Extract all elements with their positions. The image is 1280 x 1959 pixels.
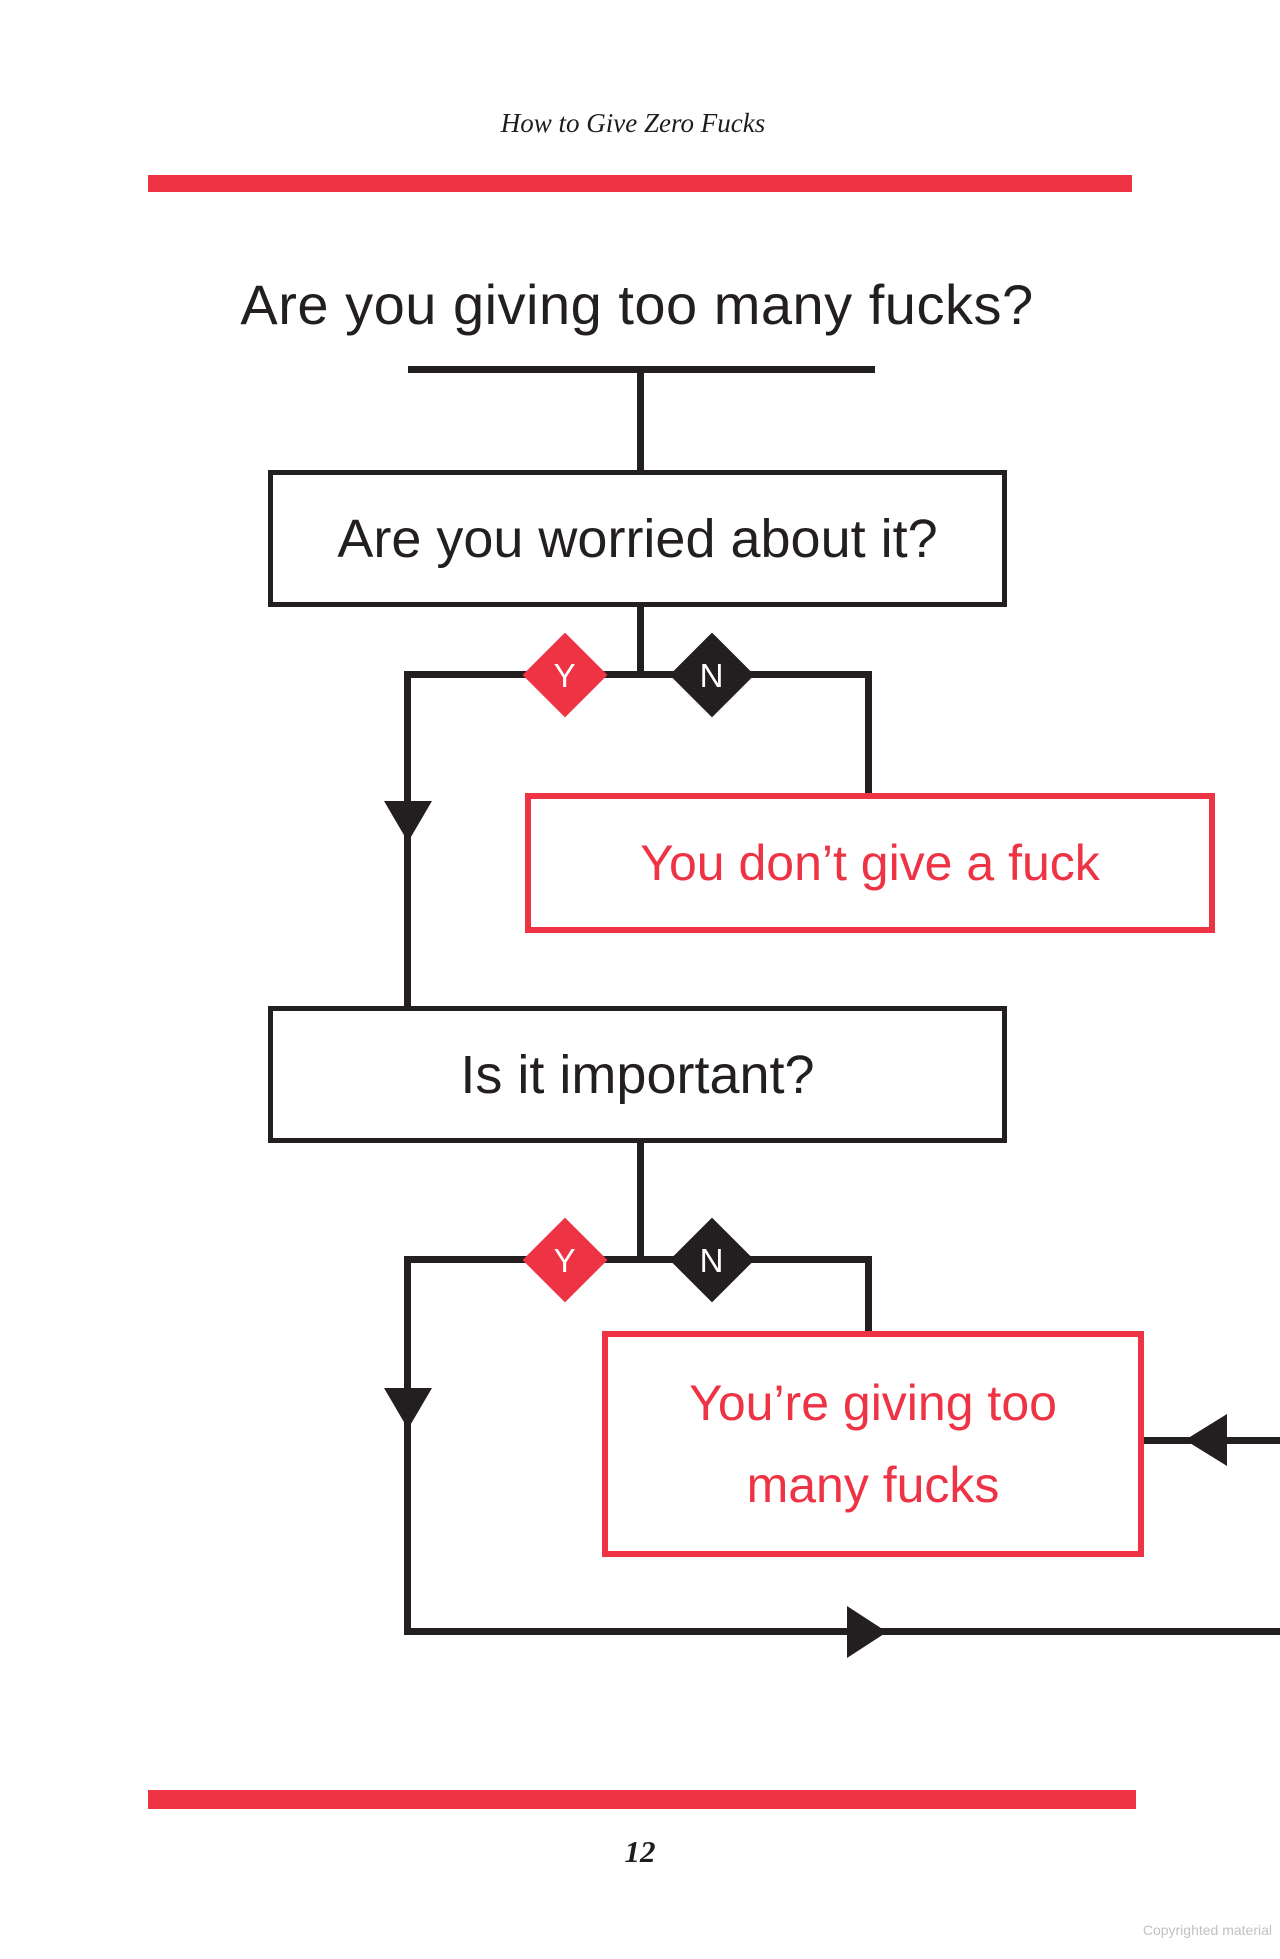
outcome-box-dont-give-a-fuck: You don’t give a fuck: [525, 793, 1215, 933]
yes-diamond-1: Y: [522, 632, 608, 718]
page-number: 12: [624, 1834, 656, 1869]
bottom-rule: [148, 1790, 1136, 1809]
outcome-box-too-many-fucks: You’re giving too many fucks: [602, 1331, 1144, 1557]
yes-diamond-2-label: Y: [553, 1241, 577, 1279]
no-diamond-1: N: [669, 632, 755, 718]
yes-diamond-2: Y: [522, 1217, 608, 1303]
left-arrowhead-icon: [1185, 1414, 1227, 1466]
branch1-no-line: [865, 671, 872, 797]
outcome-too-many-line1: You’re giving too: [689, 1374, 1057, 1431]
connector-question1-to-branch1: [637, 607, 644, 675]
branch2-no-line: [865, 1256, 872, 1335]
outcome-too-many-line2: many fucks: [746, 1457, 1000, 1513]
question-box-worried-label: Are you worried about it?: [337, 508, 938, 569]
branch2-horizontal-line: [404, 1256, 872, 1263]
copyright-watermark: Copyrighted material: [1142, 1922, 1272, 1938]
outcome-dont-give-label: You don’t give a fuck: [640, 834, 1100, 891]
flowchart-title: Are you giving too many fucks?: [240, 273, 1034, 336]
question-box-worried: Are you worried about it?: [268, 470, 1007, 607]
right-arrowhead-icon: [847, 1606, 887, 1658]
branch2-yes-line: [404, 1256, 411, 1635]
question-box-important-label: Is it important?: [460, 1044, 815, 1105]
question-box-important: Is it important?: [268, 1006, 1007, 1143]
down-arrowhead-2-icon: [384, 1388, 432, 1429]
running-header: How to Give Zero Fucks: [500, 108, 766, 138]
branch1-horizontal-line: [404, 671, 872, 678]
exit-line-to-right-edge: [404, 1628, 1280, 1635]
no-diamond-2: N: [669, 1217, 755, 1303]
no-diamond-1-label: N: [700, 656, 724, 694]
no-diamond-2-label: N: [700, 1241, 724, 1279]
connector-question2-to-branch2: [637, 1143, 644, 1260]
down-arrowhead-1-icon: [384, 801, 432, 842]
top-rule: [148, 175, 1132, 192]
yes-diamond-1-label: Y: [553, 656, 577, 694]
connector-title-to-question1: [637, 366, 644, 472]
